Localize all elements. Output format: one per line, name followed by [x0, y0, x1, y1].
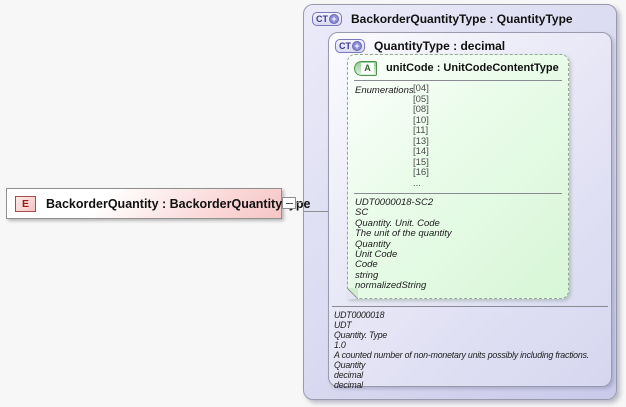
enumeration-value: [13]: [413, 135, 429, 147]
plus-icon: +: [329, 14, 339, 24]
annotation-line: UDT: [334, 320, 352, 330]
annotation-line: Quantity: [355, 238, 391, 250]
annotation-line: Quantity. Unit. Code: [355, 217, 440, 229]
enumeration-value: [04]: [413, 83, 429, 94]
note-fold-corner: [347, 288, 358, 299]
annotation-line: decimal: [334, 370, 363, 380]
annotation-line: decimal: [334, 380, 363, 390]
element-icon-label: E: [21, 197, 29, 210]
complex-type-icon-label: CT: [339, 41, 351, 51]
enumerations-label: Enumerations: [355, 85, 414, 96]
annotation-line: The unit of the quantity: [355, 228, 452, 240]
enumeration-value: [11]: [413, 125, 429, 136]
attribute-icon: A: [354, 60, 377, 76]
annotation-line: A counted number of non-monetary units p…: [334, 350, 590, 360]
inner-type-header: CT+ QuantityType : decimal: [329, 33, 611, 53]
element-title: BackorderQuantity : BackorderQuantityTyp…: [46, 196, 311, 211]
collapse-handle[interactable]: [282, 197, 296, 209]
annotation-line: UDT0000018-SC2: [355, 197, 434, 208]
attribute-icon-label: A: [361, 62, 374, 74]
annotation-line: Quantity: [334, 360, 366, 370]
separator: [354, 80, 562, 81]
minus-icon: [285, 202, 293, 204]
enumeration-value: [10]: [413, 114, 429, 126]
enumeration-value: [05]: [413, 93, 429, 105]
complex-type-box-quantitytype: CT+ QuantityType : decimal A unitCode : …: [328, 32, 612, 390]
annotation-line: Quantity. Type: [334, 330, 388, 340]
attribute-box-unitcode: A unitCode : UnitCodeContentType Enumera…: [347, 54, 569, 299]
complex-type-icon[interactable]: CT+: [335, 39, 365, 53]
complex-type-icon[interactable]: CT+: [312, 12, 342, 26]
attribute-title: unitCode : UnitCodeContentType: [386, 62, 559, 74]
enumeration-value-list: [04][05][08][10][11][13][14][15][16]...: [413, 83, 429, 189]
complex-type-icon-label: CT: [316, 14, 328, 24]
enumeration-value: [08]: [413, 104, 429, 115]
inner-type-title: QuantityType : decimal: [374, 39, 506, 53]
plus-icon: +: [352, 41, 362, 51]
separator: [354, 193, 562, 194]
enumeration-value: [14]: [413, 146, 429, 157]
connector-line: [304, 211, 328, 212]
annotation-line: SC: [355, 207, 369, 219]
annotation-line: string: [355, 269, 379, 281]
attribute-header: A unitCode : UnitCodeContentType: [348, 55, 568, 76]
enumerations-section: Enumerations [04][05][08][10][11][13][14…: [348, 83, 568, 189]
element-box-backorderquantity[interactable]: E BackorderQuantity : BackorderQuantityT…: [6, 188, 310, 219]
separator: [332, 306, 608, 307]
enumeration-value: [15]: [413, 156, 429, 168]
enumeration-value: ...: [413, 177, 421, 189]
annotation-line: normalizedString: [355, 280, 427, 292]
enumeration-value: [16]: [413, 167, 429, 178]
annotation-line: UDT0000018: [334, 310, 385, 320]
complex-type-title: BackorderQuantityType : QuantityType: [351, 12, 573, 26]
connector-line: [295, 202, 305, 203]
annotation-line: 1.0: [334, 340, 346, 350]
complex-type-header: CT+ BackorderQuantityType : QuantityType: [304, 5, 616, 26]
annotation-line: Unit Code: [355, 249, 398, 261]
element-icon: E: [15, 195, 36, 212]
complex-type-box-backorderquantitytype: CT+ BackorderQuantityType : QuantityType…: [303, 4, 617, 400]
annotation-line: Code: [355, 259, 378, 271]
